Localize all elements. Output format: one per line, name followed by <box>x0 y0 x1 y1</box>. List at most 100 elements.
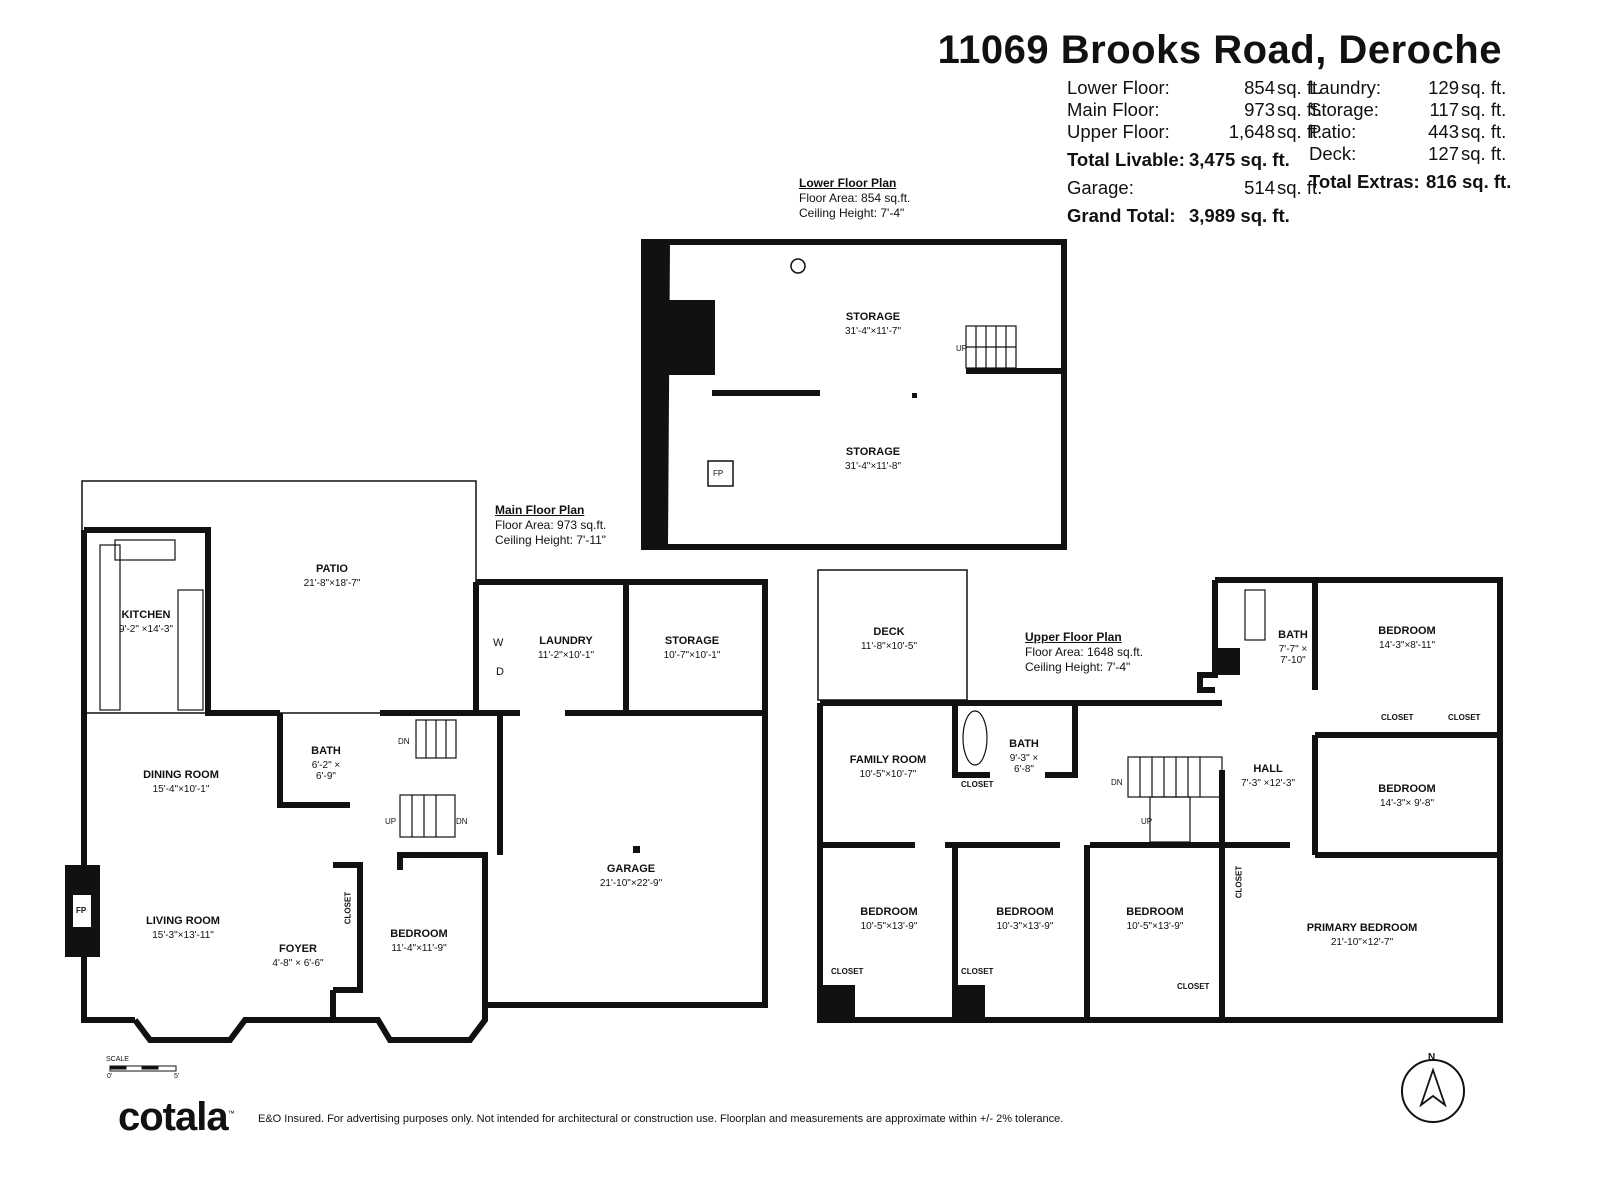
room-dimensions: 7'-3" ×12'-3" <box>1240 778 1296 789</box>
summary-unit: sq. ft. <box>1277 99 1323 120</box>
room-dimensions: 14'-3"× 9'-8" <box>1379 798 1435 809</box>
closet-label: CLOSET <box>961 780 994 789</box>
floor-area: Floor Area: 973 sq.ft. <box>495 518 607 532</box>
disclaimer: E&O Insured. For advertising purposes on… <box>258 1113 1064 1125</box>
room-dimensions: 9'-3" × 6'-8" <box>1009 753 1039 775</box>
main-floor-heading: Main Floor Plan Floor Area: 973 sq.ft. C… <box>495 503 606 548</box>
room-name: DECK <box>873 626 905 638</box>
room-dimensions: 10'-5"×13'-9" <box>1126 921 1184 932</box>
room-dimensions: 11'-4"×11'-9" <box>391 943 447 954</box>
ceiling-height: Ceiling Height: 7'-11" <box>495 533 607 547</box>
summary-label: Garage: <box>1067 177 1134 198</box>
room-dimensions: 11'-2"×10'-1" <box>537 650 595 661</box>
grand-total-value: 3,989 sq. ft. <box>1189 205 1290 226</box>
room-dimensions: 10'-5"×13'-9" <box>860 921 918 932</box>
room-name: BEDROOM <box>1126 906 1184 918</box>
summary-value: 514 <box>1244 177 1275 198</box>
room-name: BATH <box>1009 738 1039 750</box>
stairs-down-mark: DN <box>456 817 468 826</box>
room-deck: DECK 11'-8"×10'-5" <box>861 626 917 652</box>
north-label: N <box>1428 1052 1436 1063</box>
room-dimensions: 21'-10"×12'-7" <box>1330 937 1394 948</box>
summary-value: 854 <box>1244 77 1275 98</box>
extras-value: 129 <box>1428 77 1459 98</box>
room-bath-upper-2: BATH 9'-3" × 6'-8" <box>1004 738 1044 775</box>
room-name: PATIO <box>316 563 348 575</box>
drain-icon <box>790 258 806 274</box>
scale-max: 5' <box>174 1073 180 1080</box>
upper-stairs <box>1127 756 1223 843</box>
extras-unit: sq. ft. <box>1461 143 1507 164</box>
extras-unit: sq. ft. <box>1461 121 1507 142</box>
room-dimensions: 4'-8" × 6'-6" <box>272 958 324 969</box>
closet-label: CLOSET <box>1234 865 1244 899</box>
closet-label: CLOSET <box>1177 982 1210 991</box>
patio-outline <box>81 480 477 714</box>
lower-floor-walls <box>641 239 1067 550</box>
room-name: DINING ROOM <box>143 769 219 781</box>
room-bedroom-upper-5: BEDROOM 10'-5"×13'-9" <box>1126 906 1183 932</box>
room-name: FOYER <box>279 943 317 955</box>
summary-unit: sq. ft. <box>1277 77 1323 98</box>
extras-value: 127 <box>1428 143 1459 164</box>
extras-value: 117 <box>1429 99 1460 120</box>
grand-total-label: Grand Total: <box>1067 205 1176 226</box>
washer-mark: W <box>493 637 504 649</box>
room-foyer: FOYER 4'-8" × 6'-6" <box>272 943 323 969</box>
summary-value: 973 <box>1244 99 1275 120</box>
scale-min: 0' <box>107 1073 113 1080</box>
room-dimensions: 31'-4"×11'-7" <box>844 326 902 337</box>
scale-label: SCALE <box>106 1056 129 1063</box>
stairs-down-mark: DN <box>398 737 410 746</box>
extras-unit: sq. ft. <box>1461 77 1507 98</box>
stairs-up-mark: UP <box>1141 817 1153 826</box>
garage-post <box>633 846 640 853</box>
room-name: BEDROOM <box>1378 625 1436 637</box>
extras-label: Laundry: <box>1309 77 1381 98</box>
room-dimensions: 6'-2" × 6'-9" <box>311 760 341 782</box>
room-dimensions: 15'-3"×13'-11" <box>152 930 214 941</box>
room-dimensions: 10'-3"×13'-9" <box>996 921 1054 932</box>
total-extras-value: 816 sq. ft. <box>1426 171 1512 192</box>
main-floor-walls <box>81 527 768 1043</box>
room-name: FAMILY ROOM <box>849 754 927 766</box>
room-dimensions: 15'-4"×10'-1" <box>152 784 210 795</box>
summary-label: Lower Floor: <box>1067 77 1170 98</box>
room-name: STORAGE <box>664 635 720 647</box>
room-name: STORAGE <box>845 311 901 323</box>
room-dimensions: 11'-8"×10'-5" <box>860 641 918 652</box>
room-storage-main: STORAGE 10'-7"×10'-1" <box>664 635 721 661</box>
summary-unit: sq. ft. <box>1277 121 1323 142</box>
ceiling-height: Ceiling Height: 7'-4" <box>799 206 905 220</box>
plan-title: Lower Floor Plan <box>799 176 897 190</box>
fireplace-mark: FP <box>76 906 87 915</box>
room-dimensions: 21'-10"×22'-9" <box>599 878 663 889</box>
stairs-up-mark: UP <box>956 344 968 353</box>
fireplace-mark: FP <box>713 469 724 478</box>
room-dimensions: 10'-7"×10'-1" <box>663 650 721 661</box>
closet-label: CLOSET <box>1448 713 1481 722</box>
logo-text: cotala <box>118 1095 229 1139</box>
summary-value: 1,648 <box>1228 121 1275 142</box>
floor-area: Floor Area: 1648 sq.ft. <box>1025 645 1144 659</box>
upper-floor-heading: Upper Floor Plan Floor Area: 1648 sq.ft.… <box>1025 630 1143 675</box>
total-livable-value: 3,475 sq. ft. <box>1189 149 1290 170</box>
total-extras-label: Total Extras: <box>1309 171 1420 192</box>
closet-label: CLOSET <box>831 967 864 976</box>
room-name: BATH <box>311 745 341 757</box>
extras-label: Patio: <box>1309 121 1357 142</box>
room-name: PRIMARY BEDROOM <box>1306 922 1418 934</box>
scale-bar <box>109 1065 177 1072</box>
